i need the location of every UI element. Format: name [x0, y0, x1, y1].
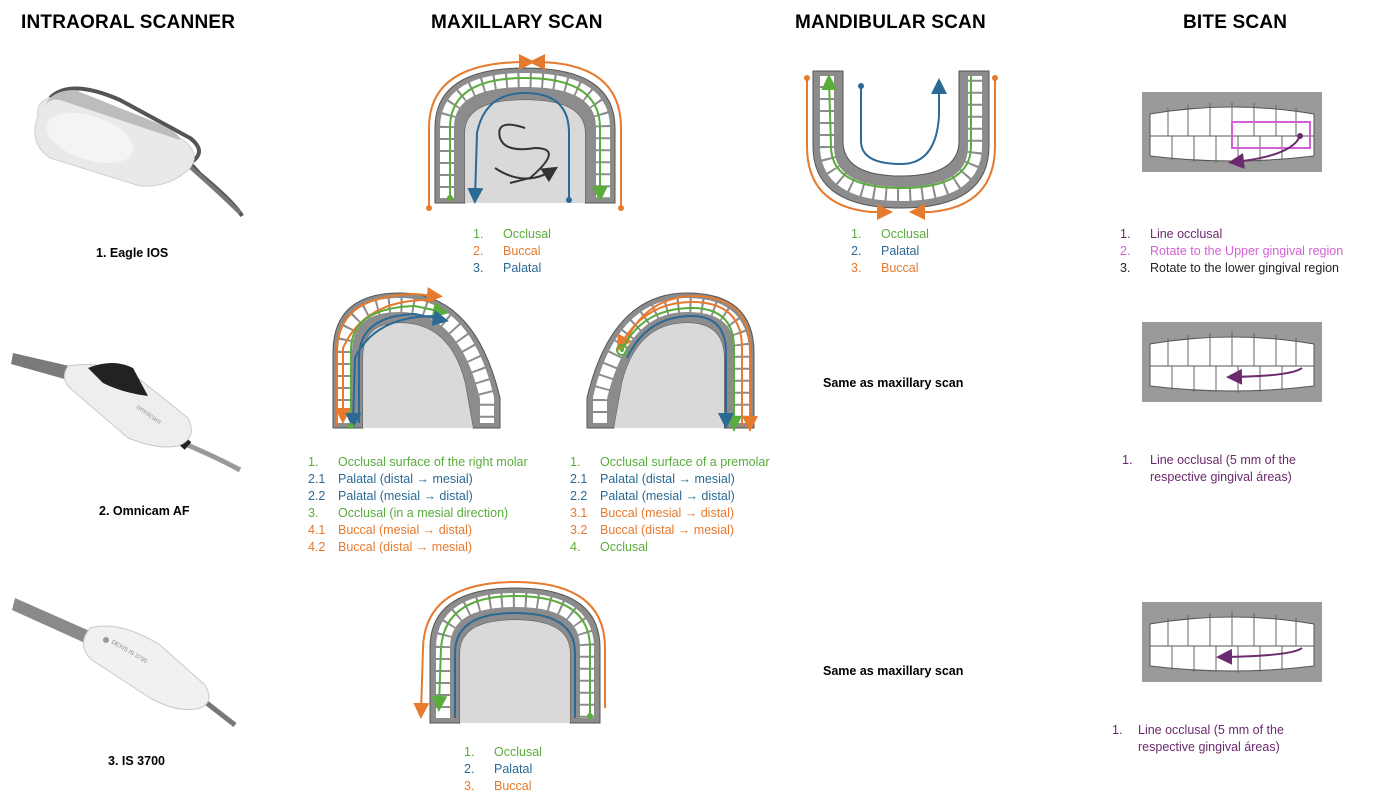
maxillary-legend-3: 1.Occlusal 2.Palatal 3.Buccal [464, 744, 542, 795]
legend-row: 1.Line occlusal [1120, 226, 1343, 243]
scanner-label-is-3700: 3. IS 3700 [108, 754, 165, 768]
legend-row: 3.Palatal [473, 260, 551, 277]
mandibular-same-as-maxillary-1: Same as maxillary scan [823, 376, 963, 390]
header-mandibular-scan: MANDIBULAR SCAN [795, 12, 986, 34]
bite-legend-2: 1.Line occlusal (5 mm of the respective … [1122, 452, 1352, 486]
scanner-label-eagle-ios: 1. Eagle IOS [96, 246, 168, 260]
legend-row: 2.Palatal [851, 243, 929, 260]
header-bite-scan: BITE SCAN [1183, 12, 1287, 34]
bite-legend-3-text: Line occlusal (5 mm of the respective gi… [1138, 722, 1342, 756]
scanner-label-omnicam-af: 2. Omnicam AF [99, 504, 190, 518]
eagle-ios-scanner-image [30, 68, 240, 243]
legend-row: 1.Occlusal surface of a premolar [570, 454, 770, 471]
legend-row: 3.Occlusal (in a mesial direction) [308, 505, 528, 522]
maxillary-legend-1: 1.Occlusal 2.Buccal 3.Palatal [473, 226, 551, 277]
maxillary-legend-2a: 1.Occlusal surface of the right molar 2.… [308, 454, 528, 556]
mandibular-same-as-maxillary-2: Same as maxillary scan [823, 664, 963, 678]
legend-row: 1.Occlusal surface of the right molar [308, 454, 528, 471]
legend-row: 2.Rotate to the Upper gingival region [1120, 243, 1343, 260]
legend-row: 3.Buccal [464, 778, 542, 795]
maxillary-arch-diagram-2a [325, 288, 505, 438]
legend-row: 1.Occlusal [473, 226, 551, 243]
legend-row: 2.Palatal [464, 761, 542, 778]
bite-legend-2-num: 1. [1122, 452, 1150, 486]
legend-row: 1.Occlusal [851, 226, 929, 243]
bite-scan-diagram-1 [1142, 92, 1322, 172]
mandibular-legend: 1.Occlusal 2.Palatal 3.Buccal [851, 226, 929, 277]
header-maxillary-scan: MAXILLARY SCAN [431, 12, 603, 34]
legend-row: 2.Buccal [473, 243, 551, 260]
header-intraoral-scanner: INTRAORAL SCANNER [21, 12, 235, 34]
legend-row: 4.Occlusal [570, 539, 770, 556]
omnicam-af-scanner-image: omnicam [8, 338, 248, 478]
maxillary-arch-diagram-3 [415, 578, 615, 728]
maxillary-arch-diagram-2b [582, 288, 762, 438]
legend-row: 3.Buccal [851, 260, 929, 277]
is-3700-scanner-image: DEXIS IS 3700 [10, 590, 240, 730]
legend-row: 3.Rotate to the lower gingival region [1120, 260, 1343, 277]
bite-scan-diagram-3 [1142, 602, 1322, 682]
legend-row: 1.Occlusal [464, 744, 542, 761]
bite-legend-3: 1.Line occlusal (5 mm of the respective … [1112, 722, 1342, 756]
bite-legend-3-num: 1. [1112, 722, 1138, 756]
bite-legend-2-text: Line occlusal (5 mm of the respective gi… [1150, 452, 1352, 486]
mandibular-arch-diagram [801, 66, 1001, 216]
bite-legend-1: 1.Line occlusal 2.Rotate to the Upper gi… [1120, 226, 1343, 277]
maxillary-arch-diagram-1 [425, 58, 625, 208]
bite-scan-diagram-2 [1142, 322, 1322, 402]
